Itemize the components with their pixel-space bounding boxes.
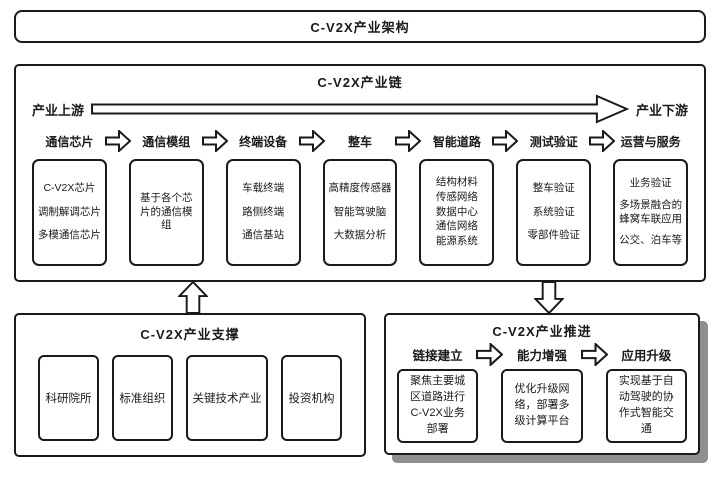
- detail-item: 调制解调芯片: [37, 205, 101, 218]
- upstream-to-downstream-arrow: [91, 94, 629, 124]
- stage-col-whole-vehicle: 整车 高精度传感器 智能驾驶脑 大数据分析: [322, 129, 398, 266]
- support-item: 科研院所: [38, 355, 99, 441]
- stage-col-test-verification: 测试验证 整车验证 系统验证 零部件验证: [516, 129, 592, 266]
- promo-stage-label: 能力增强: [516, 348, 567, 363]
- detail-item: 整车验证: [532, 182, 575, 195]
- promo-col-application-upgrade: 应用升级 实现基于自动驾驶的协作式智能交通: [605, 343, 687, 443]
- stage-label: 通信芯片: [45, 134, 94, 149]
- promotion-title: C-V2X产业推进: [492, 324, 592, 339]
- detail-item: 车载终端: [242, 182, 285, 195]
- detail-item: 结构材料: [435, 176, 478, 189]
- support-items-row: 科研院所 标准组织 关键技术产业 投资机构: [38, 355, 342, 441]
- stage-col-terminal-equipment: 终端设备 车载终端 路侧终端 通信基站: [225, 129, 301, 266]
- upstream-label: 产业上游: [32, 102, 85, 118]
- right-arrow-icon: [104, 130, 131, 152]
- stage-label: 终端设备: [239, 134, 288, 149]
- stage-label: 智能道路: [432, 134, 481, 149]
- detail-item: 业务验证: [629, 177, 672, 190]
- support-item: 关键技术产业: [185, 355, 269, 441]
- right-arrow-icon: [580, 343, 608, 366]
- industry-chain-section: C-V2X产业链 产业上游 产业下游 通信芯片 C-V2X芯片 调制解调芯片 多…: [14, 64, 706, 282]
- detail-item: 通信基站: [242, 229, 285, 242]
- support-item: 标准组织: [111, 355, 173, 441]
- promo-stage-label: 链接建立: [412, 348, 463, 363]
- promotion-stages: 链接建立 聚焦主要城区道路进行C-V2X业务部署 能力增强 优化升级网络，部署多…: [397, 343, 687, 443]
- promo-stage-label: 应用升级: [621, 348, 672, 363]
- stage-detail-box: 业务验证 多场景融合的蜂窝车联应用 公交、泊车等: [613, 159, 689, 266]
- page-title: C-V2X产业架构: [14, 10, 706, 43]
- stage-detail-box: 结构材料 传感网络 数据中心 通信网络 能源系统: [419, 159, 495, 266]
- right-arrow-icon: [476, 343, 504, 366]
- promo-col-capability-enhance: 能力增强 优化升级网络，部署多级计算平台: [501, 343, 583, 443]
- detail-item: 零部件验证: [527, 229, 580, 242]
- bottom-section: C-V2X产业支撑 科研院所 标准组织 关键技术产业 投资机构 C-V2X产业推…: [14, 313, 706, 457]
- upstream-downstream-row: 产业上游 产业下游: [32, 93, 688, 125]
- right-arrow-icon: [589, 130, 616, 152]
- detail-item: 多场景融合的蜂窝车联应用: [619, 198, 683, 225]
- right-arrow-icon: [492, 130, 519, 152]
- up-arrow-icon: [178, 281, 208, 314]
- page-title-text: C-V2X产业架构: [310, 20, 410, 35]
- promo-detail-box: 优化升级网络，部署多级计算平台: [501, 369, 583, 443]
- detail-item: 路侧终端: [242, 205, 285, 218]
- stage-label: 整车: [348, 134, 373, 149]
- detail-item: 能源系统: [435, 234, 478, 247]
- stage-col-communication-module: 通信模组 基于各个芯片的通信模组: [128, 129, 204, 266]
- promo-detail-box: 实现基于自动驾驶的协作式智能交通: [605, 369, 687, 443]
- stage-col-operation-service: 运营与服务 业务验证 多场景融合的蜂窝车联应用 公交、泊车等: [613, 129, 689, 266]
- support-item: 投资机构: [281, 355, 342, 441]
- right-arrow-icon: [298, 130, 325, 152]
- industry-promotion-section: C-V2X产业推进 链接建立 聚焦主要城区道路进行C-V2X业务部署 能力增强 …: [384, 313, 700, 455]
- support-title: C-V2X产业支撑: [140, 327, 240, 342]
- stage-col-smart-road: 智能道路 结构材料 传感网络 数据中心 通信网络 能源系统: [419, 129, 495, 266]
- stage-detail-box: 高精度传感器 智能驾驶脑 大数据分析: [322, 159, 398, 266]
- stage-label: 测试验证: [529, 134, 578, 149]
- right-arrow-icon: [201, 130, 228, 152]
- stage-label: 运营与服务: [620, 134, 681, 149]
- detail-item: 传感网络: [435, 191, 478, 204]
- detail-item: 多模通信芯片: [37, 229, 101, 242]
- connector-row: [14, 281, 706, 314]
- promo-col-link-establish: 链接建立 聚焦主要城区道路进行C-V2X业务部署: [397, 343, 479, 443]
- detail-item: 通信网络: [435, 220, 478, 233]
- right-arrow-icon: [395, 130, 422, 152]
- chain-title: C-V2X产业链: [317, 75, 403, 90]
- detail-item: C-V2X芯片: [43, 182, 96, 195]
- detail-item: 智能驾驶脑: [333, 205, 387, 218]
- detail-item: 公交、泊车等: [619, 234, 683, 247]
- detail-item: 数据中心: [435, 205, 478, 218]
- detail-item: 基于各个芯片的通信模组: [140, 192, 193, 232]
- chain-stages: 通信芯片 C-V2X芯片 调制解调芯片 多模通信芯片 通信模组 基于各个芯片的通…: [32, 129, 689, 266]
- stage-label: 通信模组: [142, 134, 191, 149]
- down-arrow-icon: [534, 281, 564, 314]
- stage-col-communication-chip: 通信芯片 C-V2X芯片 调制解调芯片 多模通信芯片: [32, 129, 107, 266]
- downstream-label: 产业下游: [635, 102, 688, 118]
- stage-detail-box: 基于各个芯片的通信模组: [128, 159, 204, 266]
- stage-detail-box: C-V2X芯片 调制解调芯片 多模通信芯片: [32, 159, 107, 266]
- promo-detail-box: 聚焦主要城区道路进行C-V2X业务部署: [397, 369, 479, 443]
- stage-detail-box: 整车验证 系统验证 零部件验证: [516, 159, 592, 266]
- stage-detail-box: 车载终端 路侧终端 通信基站: [225, 159, 301, 266]
- detail-item: 高精度传感器: [328, 182, 392, 195]
- detail-item: 大数据分析: [333, 229, 387, 242]
- detail-item: 系统验证: [532, 205, 575, 218]
- industry-support-section: C-V2X产业支撑 科研院所 标准组织 关键技术产业 投资机构: [14, 313, 366, 457]
